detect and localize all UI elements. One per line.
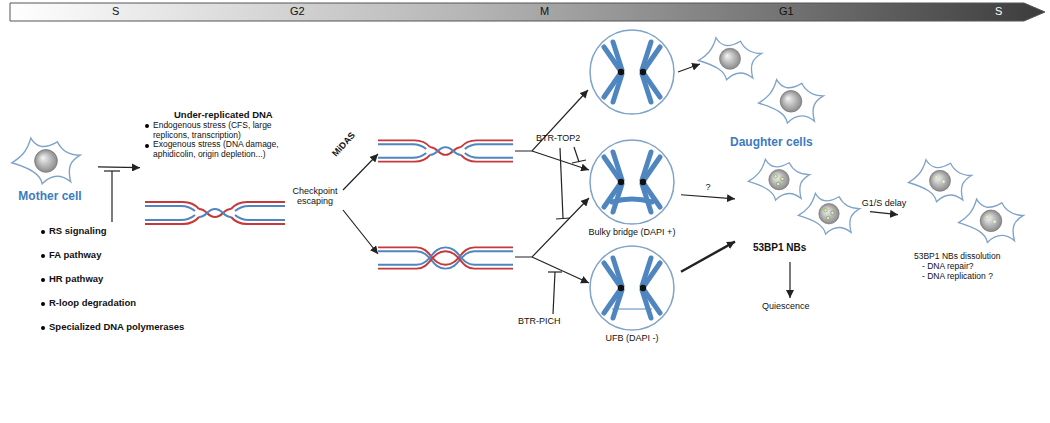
phase-label: S xyxy=(995,5,1002,18)
node-texts: 53BP1 NBs dissolution- DNA repair?- DNA … xyxy=(898,252,1046,281)
node-texts: Mother cell xyxy=(2,190,98,204)
node-texts: 53BP1 NBs xyxy=(735,242,870,254)
cell-group: 53BP1 NBs xyxy=(735,148,870,260)
node-text: - DNA repair? xyxy=(922,262,1046,272)
node-text: - DNA replication ? xyxy=(922,272,1046,282)
connector-arrow xyxy=(98,166,140,168)
chromosome-circle: Bulky bridge (DAPI +) xyxy=(583,135,681,247)
edge-label: ? xyxy=(705,182,710,192)
circle-shape xyxy=(590,140,674,224)
node-title: UFB (DAPI -) xyxy=(583,333,681,343)
cell-node: Mother cell xyxy=(2,124,98,208)
phase-label: M xyxy=(540,5,549,18)
node-title: 53BP1 NBs dissolution xyxy=(914,252,1046,262)
node-text: Exogenous stress (DNA damage, aphidicoli… xyxy=(144,140,292,160)
inhibitor-label: BTR-TOP2 xyxy=(536,133,580,143)
phase-label: G2 xyxy=(290,5,305,18)
node-title: Daughter cells xyxy=(730,136,838,150)
edge-label: G1/S delay xyxy=(862,198,907,208)
connector-arrow xyxy=(870,212,898,215)
node-title: Bulky bridge (DAPI +) xyxy=(583,227,681,237)
pathway-item: R-loop degradation xyxy=(40,298,1050,309)
dna-node: Under-replicated DNAEndogenous stress (C… xyxy=(140,108,292,230)
chromosome-circle: UFB (DAPI -) xyxy=(583,243,681,355)
circle-shape xyxy=(590,246,674,330)
node-texts: UFB (DAPI -) xyxy=(583,333,681,343)
cell-group: Daughter cells xyxy=(688,22,838,157)
cell-group: 53BP1 NBs dissolution- DNA repair?- DNA … xyxy=(898,148,1046,298)
phase-label: S xyxy=(112,5,119,18)
node-texts: Under-replicated DNAEndogenous stress (C… xyxy=(140,110,292,160)
pathway-item: HR pathway xyxy=(40,274,1050,285)
inhibitor-label: BTR-PICH xyxy=(518,316,561,326)
connector-arrow xyxy=(681,242,735,272)
connector-arrow xyxy=(681,195,735,199)
outcome-label: Quiescence xyxy=(762,301,810,311)
step-label: Checkpoint escaping xyxy=(286,186,344,207)
node-texts: Daughter cells xyxy=(688,136,838,150)
node-text: Endogenous stress (CFS, large replicons,… xyxy=(144,121,292,141)
node-title: 53BP1 NBs xyxy=(753,242,870,254)
pathway-item: RS signaling xyxy=(40,226,1050,237)
node-title: Under-replicated DNA xyxy=(174,110,292,121)
process-label: MiDAS xyxy=(330,130,357,158)
phase-label: G1 xyxy=(779,5,794,18)
node-title: Mother cell xyxy=(2,190,98,204)
node-texts: Bulky bridge (DAPI +) xyxy=(583,227,681,237)
pathway-item: FA pathway xyxy=(40,250,1050,261)
